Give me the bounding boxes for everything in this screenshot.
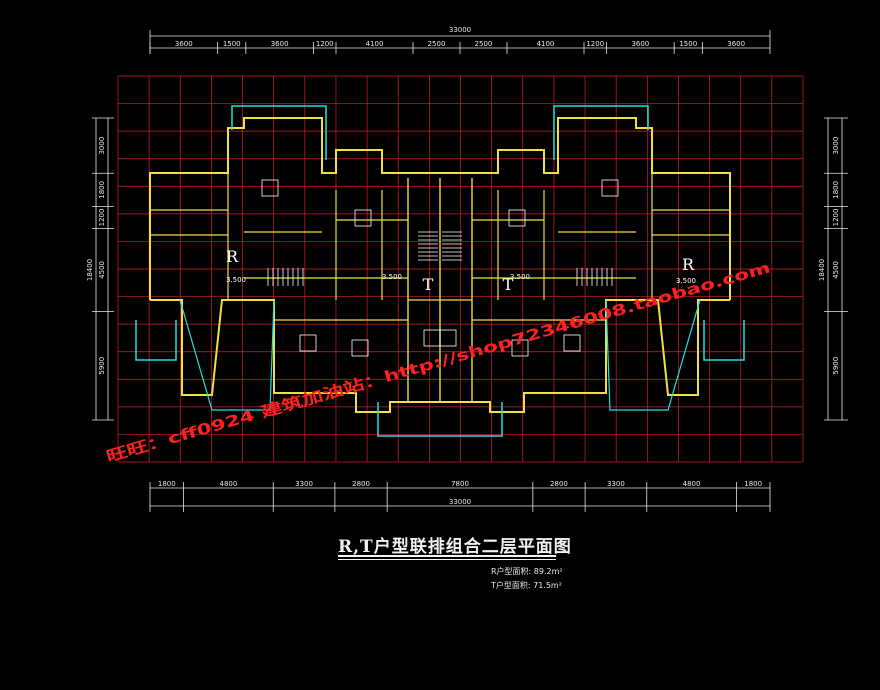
- bay-window-right: [553, 105, 649, 160]
- dim-bottom: 1800: [744, 480, 762, 488]
- unit-label-r: R: [682, 255, 695, 274]
- dim-bottom: 4800: [683, 480, 701, 488]
- dim-right: 1800: [832, 181, 840, 199]
- level-mark: 3.500: [226, 276, 246, 284]
- area-note-r: R户型面积: 89.2m²: [491, 567, 563, 576]
- dim-right: 3000: [832, 137, 840, 155]
- dim-top: 1500: [679, 40, 697, 48]
- window-south: [377, 402, 503, 437]
- dim-left-total: 18400: [86, 259, 94, 281]
- furniture-bed: [439, 329, 457, 347]
- dim-left: 3000: [98, 137, 106, 155]
- level-mark: 3.500: [382, 273, 402, 281]
- unit-label-t: T: [423, 275, 434, 294]
- area-note-t: T户型面积: 71.5m²: [491, 581, 562, 590]
- furniture-bed: [511, 339, 529, 357]
- dim-top: 4100: [537, 40, 555, 48]
- balcony-right: [605, 299, 701, 411]
- dim-bottom: 4800: [220, 480, 238, 488]
- dim-left: 4500: [98, 261, 106, 279]
- dim-total-bottom: 33000: [449, 498, 471, 506]
- wall-south-right: [440, 299, 730, 413]
- dim-bottom: 7800: [451, 480, 469, 488]
- unit-label-r: R: [226, 247, 239, 266]
- dim-bottom: 2800: [352, 480, 370, 488]
- building-outline: [135, 105, 745, 437]
- dim-top: 1200: [586, 40, 604, 48]
- title-underline-thin: [338, 559, 556, 560]
- dim-top: 2500: [475, 40, 493, 48]
- dim-bottom: 1800: [158, 480, 176, 488]
- dim-bottom: 3300: [295, 480, 313, 488]
- dimension-lines: 33000 3600 1500 3600 1200 4100 2500 2500 4100 120…: [86, 26, 848, 512]
- balcony-left: [179, 299, 275, 411]
- drawing-title: R,T户型联排组合二层平面图: [338, 537, 572, 557]
- dim-top: 3600: [631, 40, 649, 48]
- dim-top: 3600: [727, 40, 745, 48]
- dim-right: 1200: [832, 209, 840, 227]
- dim-left: 1200: [98, 209, 106, 227]
- furniture-bed: [601, 179, 619, 197]
- furniture-bed: [351, 339, 369, 357]
- furniture-bed: [299, 334, 317, 352]
- bay-window-left: [231, 105, 327, 160]
- window-left: [135, 320, 177, 361]
- dim-right: 4500: [832, 261, 840, 279]
- dim-bottom: 3300: [607, 480, 625, 488]
- room-labels: R T T R 3.500 3.500 3.500 3.500: [226, 247, 696, 294]
- dim-top: 3600: [271, 40, 289, 48]
- furniture-bed: [508, 209, 526, 227]
- furniture-bed: [261, 179, 279, 197]
- level-mark: 3.500: [510, 273, 530, 281]
- dim-top: 2500: [428, 40, 446, 48]
- dim-bottom: 2800: [550, 480, 568, 488]
- wall-south-left: [150, 299, 440, 413]
- unit-label-t: T: [503, 275, 514, 294]
- title-underline: [338, 555, 556, 557]
- furniture-bed: [563, 334, 581, 352]
- dim-right-total: 18400: [818, 259, 826, 281]
- furniture-bed: [354, 209, 372, 227]
- modular-grid: [117, 75, 804, 463]
- dim-left: 1800: [98, 181, 106, 199]
- dim-total-top: 33000: [449, 26, 471, 34]
- dim-top: 1500: [223, 40, 241, 48]
- dim-top: 4100: [366, 40, 384, 48]
- dim-top: 1200: [316, 40, 334, 48]
- dim-left: 5900: [98, 357, 106, 375]
- window-right: [703, 320, 745, 361]
- dim-top: 3600: [175, 40, 193, 48]
- level-mark: 3.500: [676, 277, 696, 285]
- dim-right: 5900: [832, 357, 840, 375]
- wall-north-left: [149, 117, 408, 300]
- furniture-bed: [423, 329, 441, 347]
